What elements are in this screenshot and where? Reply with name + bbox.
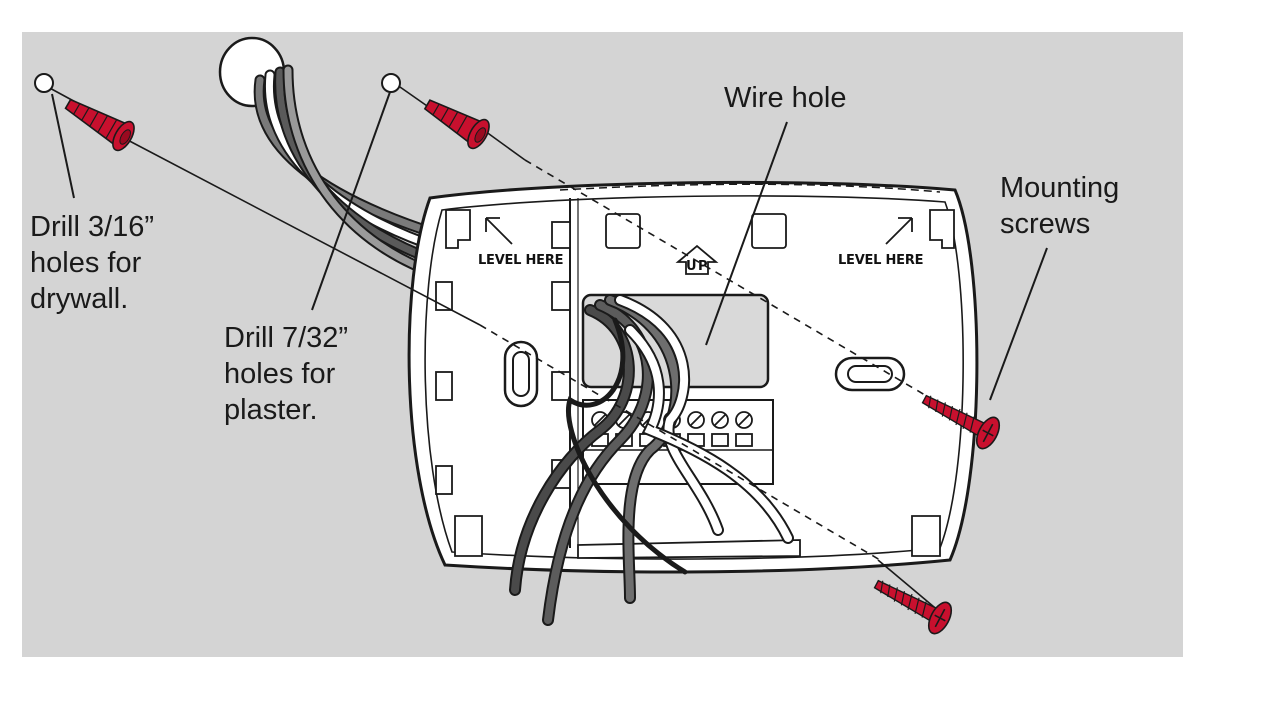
- drywall-callout-line: drywall.: [30, 283, 129, 315]
- mounting-screw-icon: [921, 394, 1001, 450]
- leader-lines: [51, 91, 1048, 401]
- mounting-screws-callout-line: screws: [1000, 208, 1091, 240]
- level-here-left-label: LEVEL HERE: [478, 253, 564, 268]
- level-arrow-left-icon: [485, 217, 513, 245]
- drill-hole-right: [381, 73, 401, 93]
- mounting-screw-icon: [873, 579, 953, 635]
- drywall-callout-line: holes for: [30, 247, 142, 279]
- wall-anchor-icon: [64, 98, 135, 152]
- plaster-callout-line: plaster.: [224, 394, 318, 426]
- wire-bundle-icon: [218, 36, 446, 281]
- wall-plate: LEVEL HERE LEVEL HERE UP: [407, 180, 979, 574]
- wall-anchor-icon: [423, 99, 490, 150]
- mounting-screws-callout-line: Mounting: [1000, 172, 1120, 204]
- thermostat-wires: [509, 294, 794, 626]
- plaster-callout: Drill 7/32” holes for plaster.: [224, 320, 348, 428]
- plaster-callout-line: holes for: [224, 358, 336, 390]
- level-arrow-right-icon: [885, 217, 913, 245]
- plaster-callout-line: Drill 7/32”: [224, 322, 349, 354]
- up-label: UP: [686, 259, 708, 274]
- level-here-right-label: LEVEL HERE: [838, 253, 924, 268]
- wire-hole-callout: Wire hole: [724, 82, 847, 114]
- mounting-slot-right: [834, 356, 906, 392]
- drywall-callout-line: Drill 3/16”: [30, 211, 155, 243]
- drywall-callout: Drill 3/16” holes for drywall.: [30, 209, 154, 317]
- drill-hole-left: [34, 73, 54, 93]
- mounting-screws-callout: Mounting screws: [1000, 170, 1119, 242]
- mounting-slot-left: [503, 340, 539, 408]
